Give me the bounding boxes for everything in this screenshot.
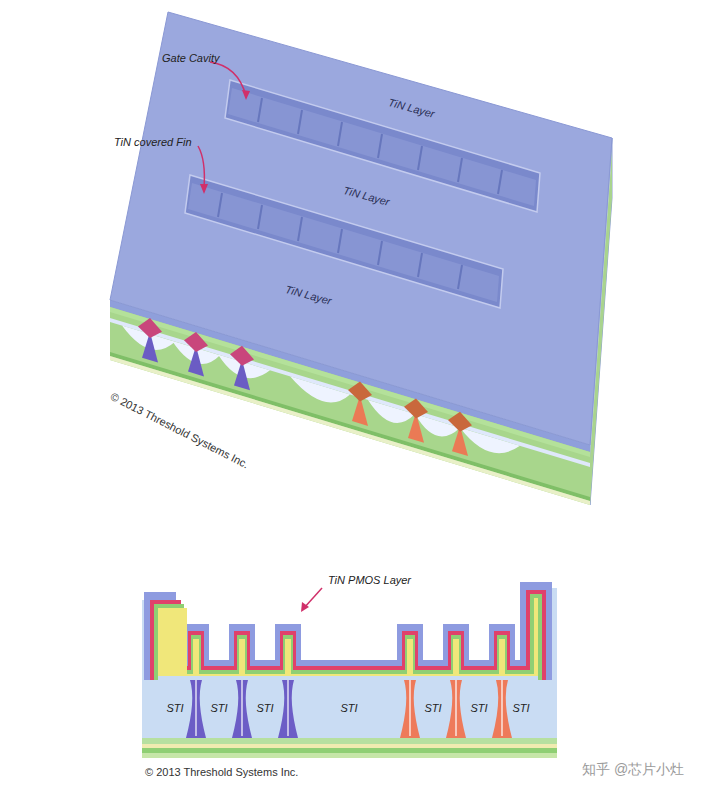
region-label: STI <box>166 702 183 714</box>
callout-label: Gate Cavity <box>162 52 219 64</box>
gate-cavity <box>225 80 540 212</box>
layer-label: TiN Layer <box>342 184 391 208</box>
region-label: STI <box>340 702 357 714</box>
region-label: STI <box>210 702 227 714</box>
region-label: STI <box>512 702 529 714</box>
leader-head <box>301 602 309 612</box>
watermark: 知乎 @芯片小灶 <box>582 762 684 777</box>
leader-head <box>242 90 250 100</box>
region-label: STI <box>424 702 441 714</box>
gate-cavity <box>185 175 503 308</box>
copyright-note: © 2013 Threshold Systems Inc. <box>145 766 298 778</box>
block-top-face <box>110 12 612 445</box>
leader-line <box>304 588 322 608</box>
leader-line <box>198 146 204 188</box>
callout-label: TiN PMOS Layer <box>328 574 411 586</box>
layer-label: TiN Layer <box>387 96 436 120</box>
cross-section <box>142 582 557 758</box>
callout-label: TiN covered Fin <box>114 136 192 148</box>
leader-line <box>210 62 246 96</box>
leader-head <box>200 184 208 194</box>
copyright-note: © 2013 Threshold Systems Inc. <box>109 390 251 470</box>
region-label: STI <box>470 702 487 714</box>
layer-label: TiN Layer <box>284 283 333 307</box>
region-label: STI <box>256 702 273 714</box>
